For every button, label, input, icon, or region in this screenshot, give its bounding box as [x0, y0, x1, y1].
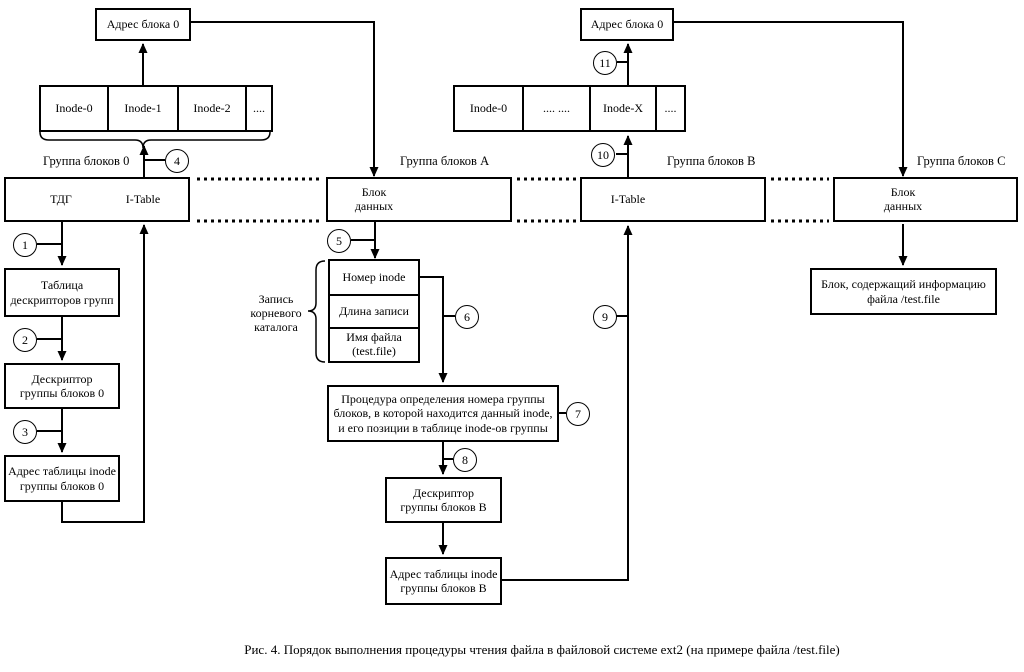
procedure-label: Процедура определения номера группы блок…	[333, 392, 553, 435]
braces	[39, 131, 326, 363]
groupC-rect	[833, 177, 1018, 222]
inode-table-addr-group0-label: Адрес таблицы inode группы блоков 0	[8, 464, 116, 493]
itable0-segment: I-Table	[125, 191, 161, 206]
groupB-rect	[580, 177, 766, 222]
datablock-a-segment: Блок данных	[354, 185, 394, 213]
addr-block0-right-label: Адрес блока 0	[590, 17, 664, 32]
group0-label: Группа блоков 0	[43, 154, 130, 168]
tdg-segment: ТДГ	[50, 191, 72, 206]
group0-descriptor-label: Дескриптор группы блоков 0	[19, 371, 105, 400]
groupA-rect	[326, 177, 512, 222]
root-dir-entry-brace	[307, 260, 326, 363]
group0-rect	[4, 177, 190, 222]
addr-block0-left-box: Адрес блока 0	[95, 8, 191, 41]
group-descriptor-table-label: Таблица дескрипторов групп	[10, 278, 114, 307]
inode-table-row-group0: Inode-0 Inode-1 Inode-2 ....	[39, 85, 273, 132]
inode-cell-ellipsis: ....	[664, 101, 677, 115]
step-circle-3: 3	[13, 420, 37, 444]
inode-table-addr-groupB-label: Адрес таблицы inode группы блоков В	[389, 566, 498, 595]
inode-cell-ellipsis: .... ....	[524, 87, 591, 130]
inode-table-addr-groupB-box: Адрес таблицы inode группы блоков В	[385, 557, 502, 605]
flow-arrows	[37, 21, 908, 581]
arrow-itable-addr0-to-itable0	[61, 224, 149, 523]
step-circle-1: 1	[13, 233, 37, 257]
step-circle-4: 4	[165, 149, 189, 173]
addr-block0-right-box: Адрес блока 0	[580, 8, 674, 41]
groupC-label: Группа блоков С	[917, 154, 1006, 168]
arrow-inodenumber-to-procedure	[420, 276, 448, 383]
inode-cell: Inode-0	[41, 87, 109, 130]
file-info-block-box: Блок, содержащий информацию файла /test.…	[810, 268, 997, 315]
procedure-box: Процедура определения номера группы блок…	[327, 385, 559, 442]
inode-table-row-groupB: Inode-0 .... .... Inode-X ....	[453, 85, 686, 132]
step-circle-7: 7	[566, 402, 590, 426]
figure-caption: Рис. 4. Порядок выполнения процедуры чте…	[244, 642, 840, 657]
inode-cell: Inode-X	[591, 87, 657, 130]
itable-b-segment: I-Table	[610, 191, 646, 206]
step-circle-11: 11	[593, 51, 617, 75]
inode-cell: Inode-2	[179, 87, 247, 130]
inode-number-cell: Номер inode	[330, 261, 418, 296]
groupB-label: Группа блоков В	[667, 154, 756, 168]
datablock-c-segment: Блок данных	[883, 185, 923, 213]
arrow-addr0-right-to-groupC	[674, 21, 908, 177]
arrow-addr0-left-to-groupA	[191, 21, 379, 177]
groupB-descriptor-box: Дескриптор группы блоков В	[385, 477, 502, 523]
file-info-block-label: Блок, содержащий информацию файла /test.…	[821, 277, 986, 306]
inode-cell: Inode-1	[109, 87, 179, 130]
group-descriptor-table-box: Таблица дескрипторов групп	[4, 268, 120, 317]
group0-descriptor-box: Дескриптор группы блоков 0	[4, 363, 120, 409]
inode-table-addr-group0-box: Адрес таблицы inode группы блоков 0	[4, 455, 120, 502]
root-dir-entry-box: Номер inode Длина записи Имя файла (test…	[328, 259, 420, 363]
step-circle-9: 9	[593, 305, 617, 329]
group-gap-dots	[197, 177, 829, 223]
record-length-cell: Длина записи	[330, 296, 418, 329]
addr-block0-left-label: Адрес блока 0	[106, 17, 180, 32]
file-name-cell: Имя файла (test.file)	[346, 330, 402, 358]
root-dir-entry-label: Запись корневого каталога	[250, 292, 302, 334]
step-circle-8: 8	[453, 448, 477, 472]
arrow-itable-addrB-to-itableB	[502, 225, 633, 581]
groupB-descriptor-label: Дескриптор группы блоков В	[400, 485, 487, 514]
step-circle-5: 5	[327, 229, 351, 253]
inode-row-left-brace	[39, 131, 271, 149]
inode-cell: Inode-0	[455, 87, 524, 130]
groupA-label: Группа блоков А	[400, 154, 490, 168]
step-circle-10: 10	[591, 143, 615, 167]
step-circle-6: 6	[455, 305, 479, 329]
inode-cell-ellipsis: ....	[253, 101, 265, 115]
step-circle-2: 2	[13, 328, 37, 352]
